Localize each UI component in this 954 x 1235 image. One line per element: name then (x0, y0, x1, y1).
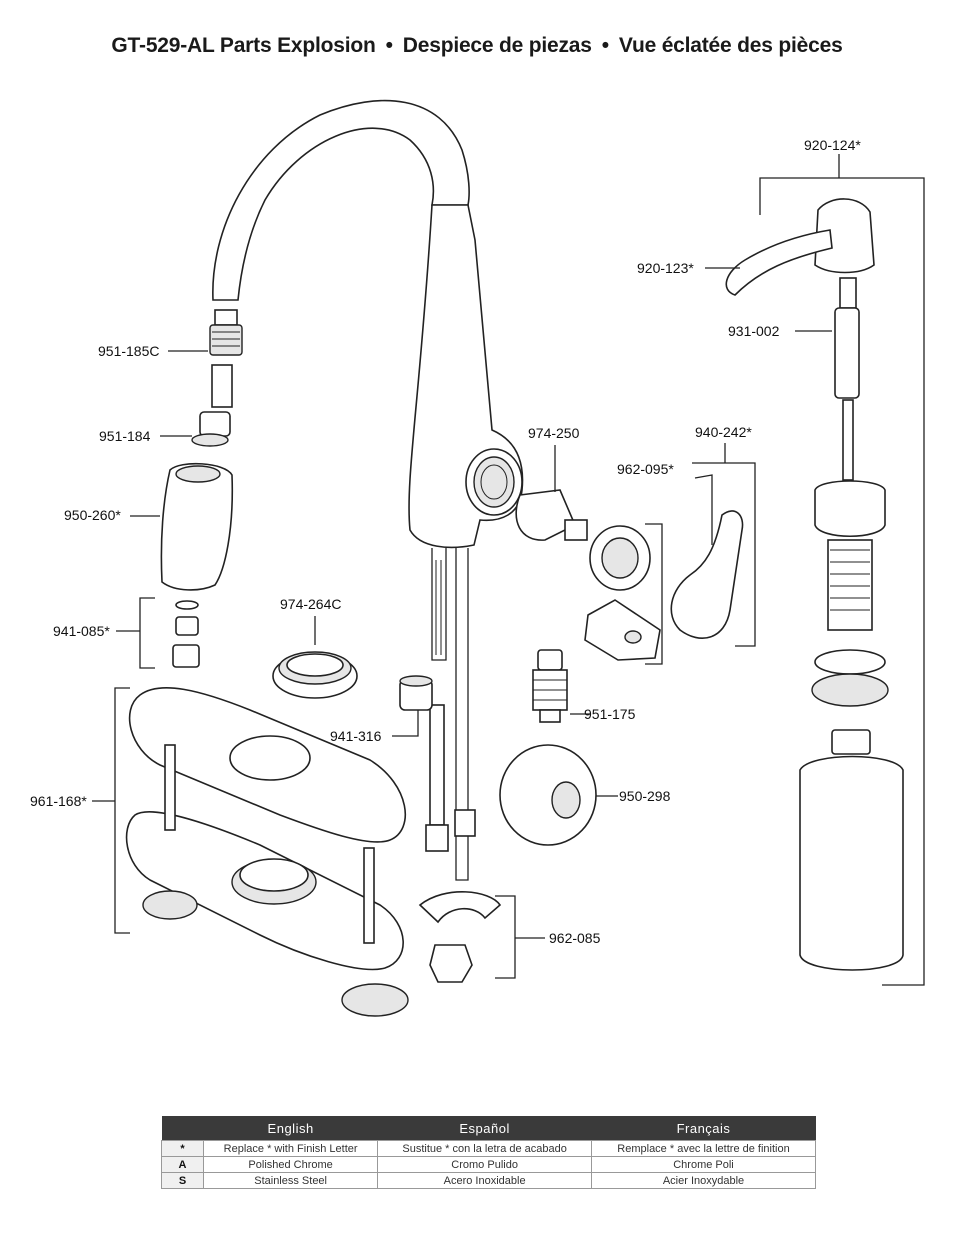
callout-962-085: 962-085 (549, 930, 601, 946)
callout-950-260: 950-260* (64, 507, 121, 523)
legend-code: * (161, 1140, 204, 1157)
legend-row: S Stainless Steel Acero Inoxidable Acier… (161, 1172, 816, 1189)
callout-920-124: 920-124* (804, 137, 861, 153)
callout-951-184: 951-184 (99, 428, 151, 444)
finish-legend-table: English Español Français * Replace * wit… (161, 1116, 816, 1189)
callout-974-264c: 974-264C (280, 596, 342, 612)
callout-940-242: 940-242* (695, 424, 752, 440)
legend-cell-spanish: Cromo Pulido (377, 1156, 592, 1173)
legend-header-english: English (203, 1116, 378, 1141)
callout-labels: 920-124* 920-123* 931-002 951-185C 951-1… (30, 137, 861, 946)
faucet-body (212, 99, 524, 549)
legend-code: S (161, 1172, 204, 1189)
spray-connectors (191, 309, 243, 447)
legend-header-french: Français (591, 1116, 816, 1141)
callout-941-316: 941-316 (330, 728, 382, 744)
legend-header-spanish: Español (377, 1116, 592, 1141)
aerator-parts (139, 597, 200, 669)
legend-cell-english: Stainless Steel (202, 1172, 379, 1189)
callout-950-298: 950-298 (619, 788, 671, 804)
title-french: Vue éclatée des pièces (618, 34, 843, 57)
legend-code: A (161, 1156, 204, 1173)
supply-lines (425, 548, 476, 881)
diverter (532, 649, 568, 723)
callout-974-250: 974-250 (528, 425, 580, 441)
legend-row: * Replace * with Finish Letter Sustitue … (161, 1140, 816, 1157)
legend-cell-english: Replace * with Finish Letter (202, 1140, 379, 1157)
legend-cell-spanish: Acero Inoxidable (377, 1172, 592, 1189)
callout-951-185c: 951-185C (98, 343, 160, 359)
flow-cap (499, 744, 597, 846)
handle-adapter (584, 523, 663, 665)
legend-header-code (161, 1116, 204, 1141)
legend-cell-french: Chrome Poli (591, 1156, 816, 1173)
parts-explosion-diagram: 920-124* 920-123* 931-002 951-185C 951-1… (30, 99, 925, 1017)
legend-row: A Polished Chrome Cromo Pulido Chrome Po… (161, 1156, 816, 1173)
ring-nut (272, 651, 358, 699)
legend-cell-spanish: Sustitue * con la letra de acabado (377, 1140, 592, 1157)
soap-dispenser (725, 177, 925, 986)
cartridge (515, 489, 588, 541)
legend-cell-english: Polished Chrome (202, 1156, 379, 1173)
coupling (399, 675, 433, 711)
spray-head (160, 462, 234, 591)
title-separator: • (601, 34, 609, 57)
legend-cell-french: Remplace * avec la lettre de finition (591, 1140, 816, 1157)
legend-header-row: English Español Français (161, 1116, 816, 1141)
callout-920-123: 920-123* (637, 260, 694, 276)
callout-931-002: 931-002 (728, 323, 780, 339)
mounting-hardware (418, 891, 516, 983)
title-english: GT-529-AL Parts Explosion (111, 34, 376, 57)
legend-cell-french: Acier Inoxydable (591, 1172, 816, 1189)
callout-941-085: 941-085* (53, 623, 110, 639)
callout-961-168: 961-168* (30, 793, 87, 809)
title-separator: • (385, 34, 393, 57)
page-title: GT-529-AL Parts Explosion • Despiece de pi… (0, 34, 954, 58)
callout-962-095: 962-095* (617, 461, 674, 477)
deck-plate (114, 687, 409, 1017)
title-spanish: Despiece de piezas (402, 34, 592, 57)
handle (670, 462, 756, 647)
leader-lines (92, 154, 840, 939)
callout-951-175: 951-175 (584, 706, 636, 722)
